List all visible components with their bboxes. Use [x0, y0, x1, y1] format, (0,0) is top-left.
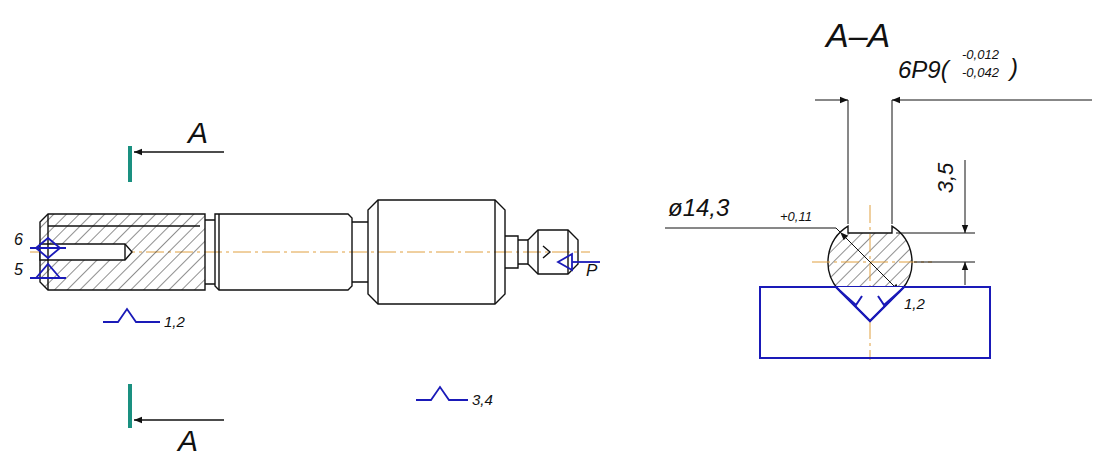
roughness-value: 1,2: [904, 296, 925, 311]
callout-number: 5: [14, 262, 23, 278]
tolerance-lower: -0,042: [962, 66, 999, 79]
dimension-text: ): [1010, 56, 1018, 80]
dimension-text: 6P9(: [898, 58, 949, 82]
roughness-value: 1,2: [164, 314, 185, 329]
section-view: [665, 100, 1092, 360]
tolerance-upper: +0,11: [780, 210, 812, 223]
section-letter: A: [188, 118, 208, 148]
v-block: [760, 287, 990, 358]
dimension-text: 3,5: [935, 163, 957, 194]
tolerance-upper: -0,012: [962, 48, 999, 61]
callout-number: 6: [14, 232, 23, 248]
shaft-outline: [40, 200, 578, 304]
dimension-text: ø14,3: [668, 196, 729, 220]
section-title: A–A: [826, 18, 890, 52]
force-label: P: [586, 262, 597, 279]
roughness-value: 3,4: [472, 392, 493, 407]
section-letter: A: [178, 426, 198, 456]
base-symbol: [30, 238, 600, 400]
